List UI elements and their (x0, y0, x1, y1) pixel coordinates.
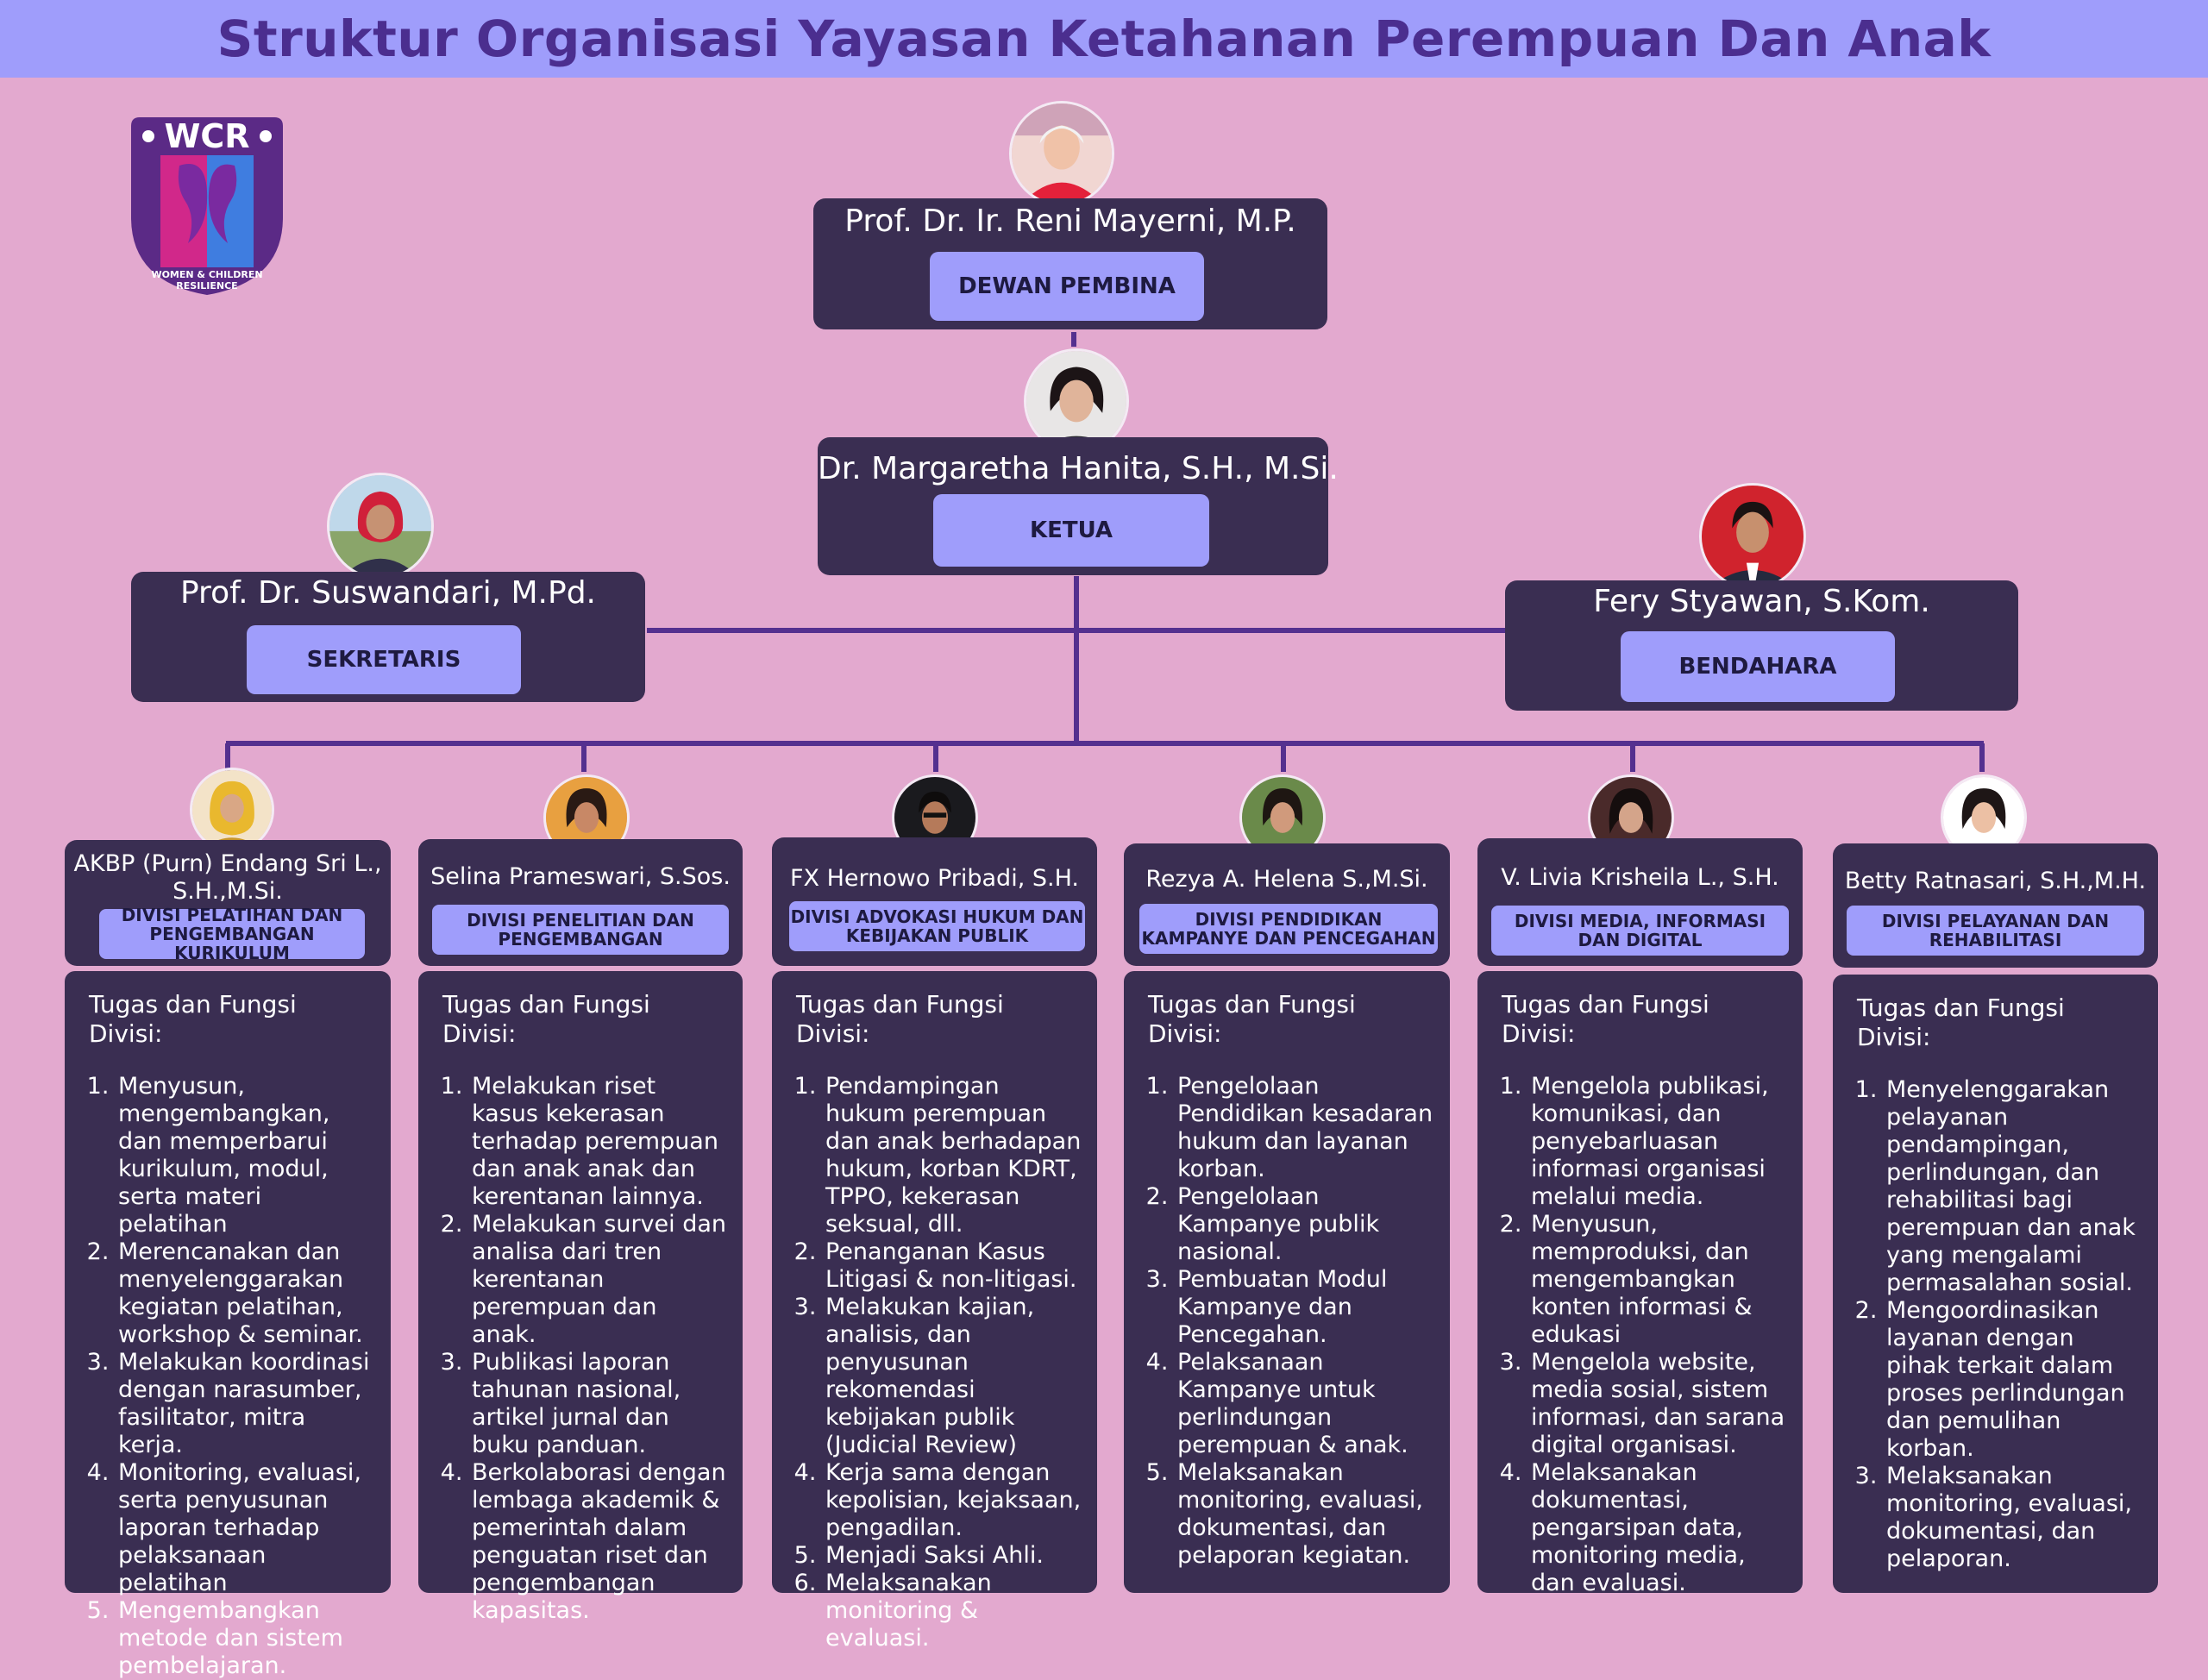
division-6-name: Betty Ratnasari, S.H.,M.H. (1844, 868, 2147, 894)
division-2-title: DIVISI PENELITIAN DAN PENGEMBANGAN (432, 905, 729, 955)
logo-abbr: WCR (164, 117, 250, 155)
card-ketua: Dr. Margaretha Hanita, S.H., M.Si. KETUA (818, 437, 1339, 575)
task-item: Merencanakan dan menyelenggarakan kegiat… (116, 1238, 375, 1349)
division-4-task-list: Pengelolaan Pendidikan kesadaran hukum d… (1148, 1073, 1434, 1570)
task-item: Mengelola website, media sosial, sistem … (1529, 1349, 1787, 1459)
avatar-division-1 (190, 768, 274, 852)
division-5-name: V. Livia Krisheila L., S.H. (1501, 864, 1779, 891)
division-5-tasks-heading: Tugas dan Fungsi Divisi: (1502, 990, 1709, 1048)
task-item: Pengelolaan Pendidikan kesadaran hukum d… (1176, 1073, 1434, 1183)
task-item: Melakukan koordinasi dengan narasumber, … (116, 1349, 375, 1459)
division-1-name: AKBP (Purn) Endang Sri L., S.H.,M.Si. (73, 850, 382, 905)
task-item: Mengelola publikasi, komunikasi, dan pen… (1529, 1073, 1787, 1211)
avatar-dewan-pembina (1009, 101, 1114, 206)
division-3-tasks-heading: Tugas dan Fungsi Divisi: (796, 990, 1004, 1048)
task-item: Pengelolaan Kampanye publik nasional. (1176, 1183, 1434, 1266)
task-item: Pembuatan Modul Kampanye dan Pencegahan. (1176, 1266, 1434, 1349)
division-4-tasks: Tugas dan Fungsi Divisi: Pengelolaan Pen… (1124, 971, 1450, 1593)
task-item: Menyusun, memproduksi, dan mengembangkan… (1529, 1211, 1787, 1349)
division-2-name: Selina Prameswari, S.Sos. (430, 863, 731, 890)
task-item: Melakukan kajian, analisis, dan penyusun… (824, 1294, 1082, 1459)
division-1-tasks-heading: Tugas dan Fungsi Divisi: (89, 990, 297, 1048)
division-2-task-list: Melakukan riset kasus kekerasan terhadap… (442, 1073, 727, 1625)
title-bar (0, 0, 2208, 78)
task-item: Penanganan Kasus Litigasi & non-litigasi… (824, 1238, 1082, 1294)
task-item: Menyelenggarakan pelayanan pendampingan,… (1885, 1076, 2142, 1297)
task-item: Melaksanakan monitoring & evaluasi. (824, 1570, 1082, 1652)
sekretaris-role: SEKRETARIS (247, 625, 521, 694)
task-item: Monitoring, evaluasi, serta penyusunan l… (116, 1459, 375, 1597)
logo-text: WOMEN & CHILDREN RESILIENCE (151, 269, 263, 291)
ketua-role: KETUA (933, 494, 1209, 567)
division-2-header: Selina Prameswari, S.Sos. DIVISI PENELIT… (418, 839, 743, 966)
division-1-title: DIVISI PELATIHAN DAN PENGEMBANGAN KURIKU… (99, 906, 365, 962)
task-item: Melaksanakan monitoring, evaluasi, dokum… (1176, 1459, 1434, 1570)
wcr-logo-icon: WCR WOMEN & CHILDREN RESILIENCE (128, 114, 286, 298)
task-item: Menyusun, mengembangkan, dan memperbarui… (116, 1073, 375, 1238)
division-4-title: DIVISI PENDIDIKAN KAMPANYE DAN PENCEGAHA… (1139, 904, 1438, 954)
task-item: Mengembangkan metode dan sistem pembelaj… (116, 1597, 375, 1680)
ketua-name: Dr. Margaretha Hanita, S.H., M.Si. (818, 451, 1339, 486)
division-6-title: DIVISI PELAYANAN DAN REHABILITASI (1847, 906, 2144, 956)
dewan-pembina-role: DEWAN PEMBINA (930, 252, 1204, 321)
division-1-tasks: Tugas dan Fungsi Divisi: Menyusun, menge… (65, 971, 391, 1679)
division-6-tasks-heading: Tugas dan Fungsi Divisi: (1857, 994, 2065, 1051)
task-item: Publikasi laporan tahunan nasional, arti… (470, 1349, 727, 1459)
division-5-title: DIVISI MEDIA, INFORMASI DAN DIGITAL (1491, 906, 1789, 956)
sekretaris-name: Prof. Dr. Suswandari, M.Pd. (179, 575, 596, 611)
division-6-task-list: Menyelenggarakan pelayanan pendampingan,… (1857, 1076, 2142, 1573)
division-4-name: Rezya A. Helena S.,M.Si. (1145, 866, 1428, 893)
division-4-header: Rezya A. Helena S.,M.Si. DIVISI PENDIDIK… (1124, 843, 1450, 966)
task-item: Melaksanakan monitoring, evaluasi, dokum… (1885, 1463, 2142, 1573)
card-dewan-pembina: Prof. Dr. Ir. Reni Mayerni, M.P. DEWAN P… (813, 198, 1327, 329)
division-6-header: Betty Ratnasari, S.H.,M.H. DIVISI PELAYA… (1833, 843, 2158, 968)
division-3-title: DIVISI ADVOKASI HUKUM DAN KEBIJAKAN PUBL… (789, 901, 1085, 951)
division-2-tasks-heading: Tugas dan Fungsi Divisi: (442, 990, 650, 1048)
division-5-task-list: Mengelola publikasi, komunikasi, dan pen… (1502, 1073, 1787, 1597)
card-bendahara: Fery Styawan, S.Kom. BENDAHARA (1505, 580, 2018, 711)
task-item: Menjadi Saksi Ahli. (824, 1542, 1082, 1570)
page-title: Struktur Organisasi Yayasan Ketahanan Pe… (216, 9, 1992, 68)
task-item: Berkolaborasi dengan lembaga akademik & … (470, 1459, 727, 1625)
dewan-pembina-name: Prof. Dr. Ir. Reni Mayerni, M.P. (844, 204, 1296, 239)
task-item: Melakukan survei dan analisa dari tren k… (470, 1211, 727, 1349)
task-item: Melakukan riset kasus kekerasan terhadap… (470, 1073, 727, 1211)
division-3-header: FX Hernowo Pribadi, S.H. DIVISI ADVOKASI… (772, 837, 1097, 966)
division-2-tasks: Tugas dan Fungsi Divisi: Melakukan riset… (418, 971, 743, 1624)
avatar-sekretaris (327, 473, 434, 580)
task-item: Kerja sama dengan kepolisian, kejaksaan,… (824, 1459, 1082, 1542)
division-3-task-list: Pendampingan hukum perempuan dan anak be… (796, 1073, 1082, 1652)
division-1-task-list: Menyusun, mengembangkan, dan memperbarui… (89, 1073, 375, 1680)
avatar-bendahara (1699, 483, 1806, 590)
task-item: Melaksanakan dokumentasi, pengarsipan da… (1529, 1459, 1787, 1597)
division-4-tasks-heading: Tugas dan Fungsi Divisi: (1148, 990, 1356, 1048)
task-item: Pelaksanaan Kampanye untuk perlindungan … (1176, 1349, 1434, 1459)
task-item: Mengoordinasikan layanan dengan pihak te… (1885, 1297, 2142, 1463)
bendahara-role: BENDAHARA (1621, 631, 1895, 702)
division-3-tasks: Tugas dan Fungsi Divisi: Pendampingan hu… (772, 971, 1097, 1652)
division-6-tasks: Tugas dan Fungsi Divisi: Menyelenggaraka… (1833, 975, 2158, 1593)
division-5-header: V. Livia Krisheila L., S.H. DIVISI MEDIA… (1477, 838, 1803, 966)
task-item: Pendampingan hukum perempuan dan anak be… (824, 1073, 1082, 1238)
division-3-name: FX Hernowo Pribadi, S.H. (790, 865, 1079, 892)
division-5-tasks: Tugas dan Fungsi Divisi: Mengelola publi… (1477, 971, 1803, 1596)
division-1-header: AKBP (Purn) Endang Sri L., S.H.,M.Si. DI… (65, 840, 391, 966)
bendahara-name: Fery Styawan, S.Kom. (1593, 584, 1930, 619)
card-sekretaris: Prof. Dr. Suswandari, M.Pd. SEKRETARIS (131, 572, 645, 702)
